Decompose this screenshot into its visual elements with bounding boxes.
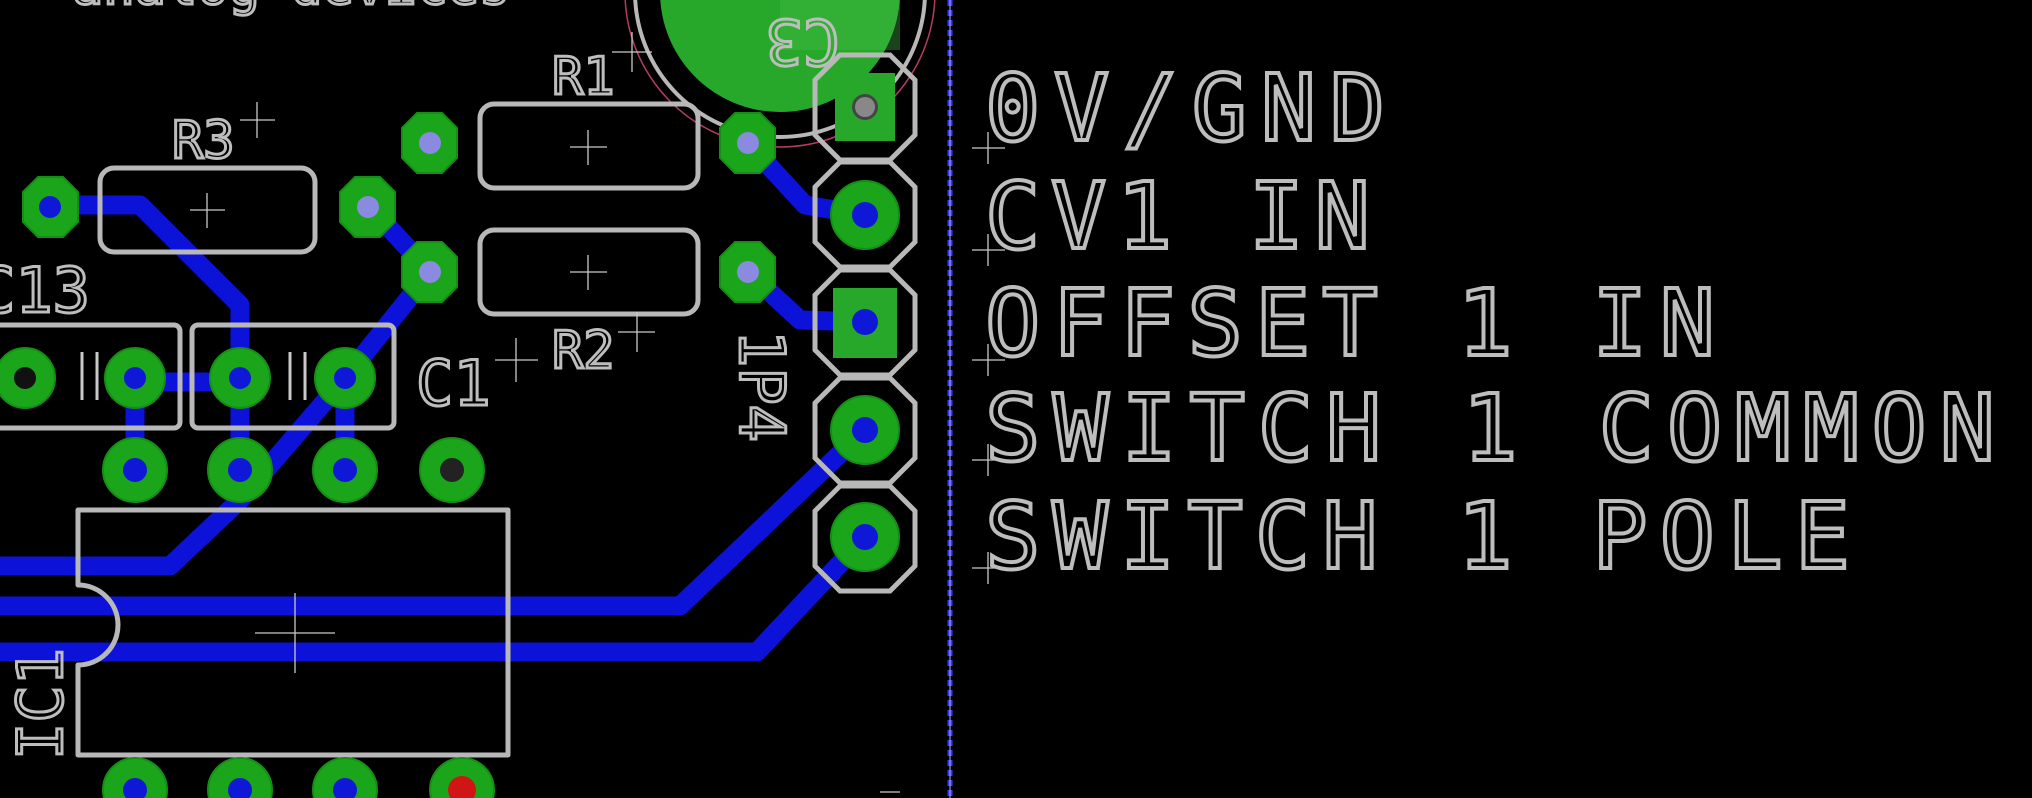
header-j1[interactable]: 1P4 <box>724 52 918 594</box>
label-0v-gnd: 0V/GND <box>985 55 1385 162</box>
label-offset-1-in: OFFSET 1 IN <box>985 270 1715 377</box>
pad[interactable] <box>207 757 273 798</box>
pad[interactable] <box>339 176 396 238</box>
ic-ic1[interactable]: IC1 <box>3 507 511 762</box>
j1-label: 1P4 <box>725 330 798 442</box>
pads <box>0 112 776 798</box>
pad[interactable] <box>104 347 166 409</box>
r1-label: R1 <box>552 47 615 107</box>
pad[interactable] <box>312 437 378 503</box>
pad[interactable] <box>209 347 271 409</box>
header-pin-5[interactable] <box>812 483 918 594</box>
pad[interactable] <box>401 241 458 303</box>
resistor-r3[interactable]: R3 <box>97 102 318 255</box>
header-pin-labels: 0V/GND CV1 IN OFFSET 1 IN SWITCH 1 COMMO… <box>983 53 1997 592</box>
pad[interactable] <box>102 757 168 798</box>
r3-label: R3 <box>172 111 235 171</box>
pad[interactable] <box>207 437 273 503</box>
c1-label: C1 <box>416 347 491 420</box>
pad[interactable] <box>22 176 79 238</box>
pad[interactable] <box>312 757 378 798</box>
header-pin-2[interactable] <box>812 159 918 270</box>
label-switch-1-pole: SWITCH 1 POLE <box>985 483 1850 590</box>
resistor-r1[interactable]: R1 <box>477 32 701 191</box>
header-pin-3[interactable] <box>812 267 918 378</box>
pad[interactable] <box>419 437 485 503</box>
top-partial-text: analog devices <box>72 0 510 17</box>
header-pin-4[interactable] <box>812 375 918 486</box>
label-cv1-in: CV1 IN <box>985 163 1370 270</box>
c13-label: C13 <box>0 254 90 327</box>
pad[interactable] <box>719 241 776 303</box>
pad[interactable] <box>314 347 376 409</box>
capacitor-c13[interactable]: C13 <box>0 253 183 431</box>
label-origin-markers <box>972 132 1005 584</box>
label-switch-1-common: SWITCH 1 COMMON <box>985 375 1995 482</box>
resistor-r2[interactable]: R2 <box>477 227 701 383</box>
pad[interactable] <box>0 347 56 409</box>
pad[interactable] <box>401 112 458 174</box>
r2-label: R2 <box>552 321 615 381</box>
pad-pin1[interactable] <box>429 757 495 798</box>
pad[interactable] <box>102 437 168 503</box>
ic1-label: IC1 <box>4 648 77 760</box>
pad[interactable] <box>719 112 776 174</box>
capacitor-c1[interactable]: C1 <box>189 322 538 431</box>
